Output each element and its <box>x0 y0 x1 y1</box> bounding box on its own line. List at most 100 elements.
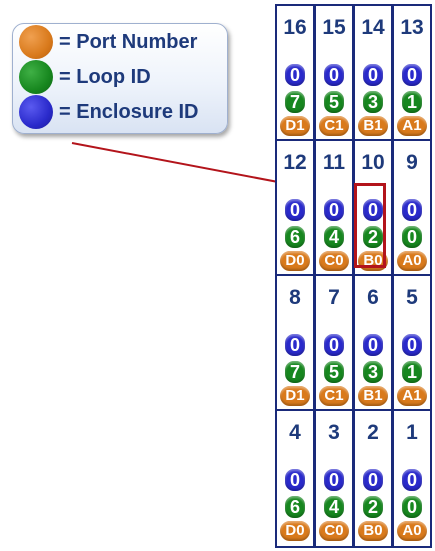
port-number-badge: D0 <box>279 250 311 272</box>
slot-number: 14 <box>361 16 385 39</box>
port-number-badge: B0 <box>357 250 389 272</box>
enclosure-id-badge: 0 <box>322 197 346 223</box>
bank-divider <box>277 409 430 411</box>
legend-label: = Port Number <box>59 30 198 53</box>
port-number-badge: B1 <box>357 385 389 407</box>
loop-id-badge: 4 <box>322 494 346 520</box>
legend-label: = Enclosure ID <box>59 100 199 123</box>
bank-divider <box>277 139 430 141</box>
column-divider <box>313 6 316 546</box>
enclosure-id-badge: 0 <box>400 62 424 88</box>
enclosure-id-badge: 0 <box>283 467 307 493</box>
legend: = Port Number = Loop ID = Enclosure ID <box>12 23 228 134</box>
loop-id-badge: 3 <box>361 89 385 115</box>
legend-item-port: = Port Number <box>19 25 197 59</box>
enclosure-id-badge: 0 <box>283 332 307 358</box>
loop-id-badge: 6 <box>283 494 307 520</box>
enclosure-id-badge: 0 <box>400 467 424 493</box>
enclosure-id-badge: 0 <box>322 332 346 358</box>
legend-item-enclosure: = Enclosure ID <box>19 95 199 129</box>
slot-number: 8 <box>289 286 301 309</box>
slot-number: 10 <box>361 151 385 174</box>
loop-id-swatch-icon <box>19 60 53 94</box>
enclosure-id-badge: 0 <box>361 197 385 223</box>
column-divider <box>391 6 394 546</box>
port-number-badge: B1 <box>357 115 389 137</box>
slot-number: 15 <box>322 16 346 39</box>
enclosure-id-badge: 0 <box>400 197 424 223</box>
loop-id-badge: 2 <box>361 224 385 250</box>
slot-number: 13 <box>400 16 424 39</box>
slot-number: 12 <box>283 151 307 174</box>
port-number-badge: A0 <box>396 250 428 272</box>
port-number-badge: B0 <box>357 520 389 542</box>
enclosure-id-badge: 0 <box>400 332 424 358</box>
slot-number: 1 <box>406 421 418 444</box>
port-number-badge: D1 <box>279 385 311 407</box>
slot-number: 9 <box>406 151 418 174</box>
loop-id-badge: 5 <box>322 359 346 385</box>
enclosure-id-badge: 0 <box>322 467 346 493</box>
loop-id-badge: 3 <box>361 359 385 385</box>
loop-id-badge: 0 <box>400 224 424 250</box>
port-number-badge: C1 <box>318 115 350 137</box>
enclosure-id-badge: 0 <box>283 197 307 223</box>
slot-number: 11 <box>322 151 346 174</box>
enclosure-id-badge: 0 <box>361 467 385 493</box>
slot-number: 3 <box>328 421 340 444</box>
loop-id-badge: 7 <box>283 89 307 115</box>
slot-number: 4 <box>289 421 301 444</box>
port-number-badge: C0 <box>318 520 350 542</box>
enclosure-id-badge: 0 <box>361 62 385 88</box>
legend-label: = Loop ID <box>59 65 151 88</box>
slot-number: 2 <box>367 421 379 444</box>
enclosure-id-badge: 0 <box>322 62 346 88</box>
loop-id-badge: 1 <box>400 359 424 385</box>
loop-id-badge: 1 <box>400 89 424 115</box>
loop-id-badge: 7 <box>283 359 307 385</box>
port-number-badge: C1 <box>318 385 350 407</box>
loop-id-badge: 2 <box>361 494 385 520</box>
loop-id-badge: 4 <box>322 224 346 250</box>
bank-divider <box>277 274 430 276</box>
slot-number: 16 <box>283 16 307 39</box>
port-number-swatch-icon <box>19 25 53 59</box>
port-number-badge: D0 <box>279 520 311 542</box>
port-number-badge: D1 <box>279 115 311 137</box>
enclosure-id-badge: 0 <box>283 62 307 88</box>
port-number-badge: A0 <box>396 520 428 542</box>
slot-number: 7 <box>328 286 340 309</box>
enclosure-id-badge: 0 <box>361 332 385 358</box>
loop-id-badge: 6 <box>283 224 307 250</box>
port-number-badge: A1 <box>396 115 428 137</box>
port-number-badge: A1 <box>396 385 428 407</box>
loop-id-badge: 5 <box>322 89 346 115</box>
port-number-badge: C0 <box>318 250 350 272</box>
slot-number: 5 <box>406 286 418 309</box>
enclosure-id-swatch-icon <box>19 95 53 129</box>
slot-number: 6 <box>367 286 379 309</box>
loop-id-badge: 0 <box>400 494 424 520</box>
legend-item-loop: = Loop ID <box>19 60 151 94</box>
